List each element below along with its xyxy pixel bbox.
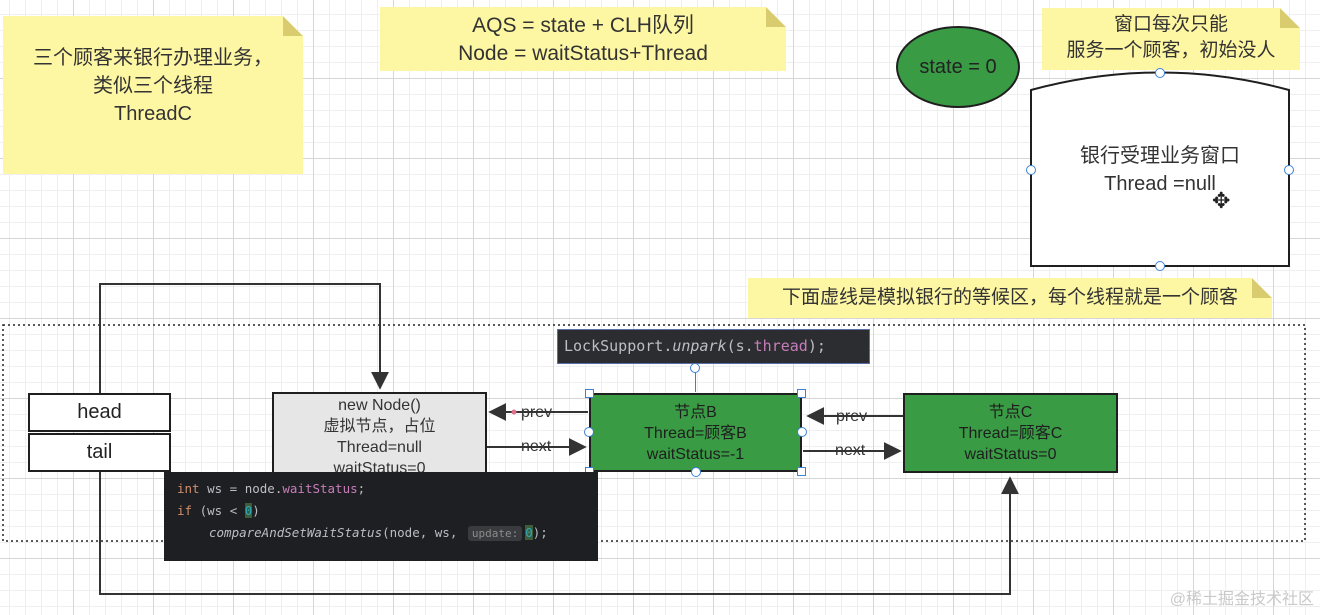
code-line-1-end: ; [357, 481, 366, 496]
node-b-handle-right[interactable] [797, 427, 807, 437]
next-label-b: next [521, 438, 552, 455]
code-line-2: if (ws < 0) [177, 500, 598, 522]
virtual-node-new: new Node() [338, 397, 421, 414]
window-handle-bottom[interactable] [1155, 261, 1165, 271]
code-line-1: int ws = node.waitStatus; [177, 478, 598, 500]
node-b-handle-bottom[interactable] [691, 467, 701, 477]
code-line-2-end: ) [252, 503, 260, 518]
bank-window-text: 银行受理业务窗口 Thread =null [1031, 142, 1289, 198]
virtual-node-thread: Thread=null [337, 439, 422, 456]
rotate-handle-stem [695, 370, 696, 392]
window-handle-right[interactable] [1284, 165, 1294, 175]
window-note-line-2: 服务一个顾客，初始没人 [1066, 40, 1276, 61]
head-pointer-line [99, 283, 389, 393]
prev-arrow-dot [511, 409, 517, 415]
node-c[interactable]: 节点C Thread=顾客C waitStatus=0 [903, 393, 1118, 473]
waiting-area-dotted-border [2, 324, 1306, 542]
node-c-waitstatus: waitStatus=0 [964, 446, 1057, 463]
unpark-suffix: ); [807, 337, 826, 355]
unpark-field: thread [753, 337, 808, 355]
move-cursor-icon: ✥ [1212, 188, 1231, 213]
node-b-thread: Thread=顾客B [644, 425, 747, 442]
bank-window-thread: Thread =null [1104, 173, 1216, 195]
aqs-formula: AQS = state + CLH队列 [472, 14, 694, 37]
kw-if: if [177, 503, 193, 518]
node-formula: Node = waitStatus+Thread [458, 42, 708, 65]
virtual-node-desc: 虚拟节点，占位 [323, 418, 436, 435]
code-line-3-end: ); [532, 525, 548, 540]
kw-int: int [177, 481, 200, 496]
window-handle-left[interactable] [1026, 165, 1036, 175]
head-label: head [77, 401, 122, 423]
code-line-3: compareAndSetWaitStatus(node, ws, update… [177, 522, 598, 545]
prev-label-b: prev [521, 404, 553, 421]
node-b-waitstatus: waitStatus=-1 [646, 446, 745, 463]
unpark-class: LockSupport. [564, 337, 673, 355]
tail-pointer-line [99, 472, 1019, 595]
customers-note-line-3: ThreadC [114, 103, 192, 125]
customers-note-line-1: 三个顾客来银行办理业务， [33, 47, 273, 69]
state-ellipse[interactable]: state = 0 [896, 26, 1020, 108]
code-waitstatus-field: waitStatus [282, 481, 358, 496]
head-box[interactable]: head [28, 393, 171, 432]
waiting-area-note[interactable]: 下面虚线是模拟银行的等候区，每个线程就是一个顾客 [748, 278, 1272, 318]
tail-label: tail [86, 441, 113, 463]
code-line-1-rest: ws = node. [199, 481, 283, 496]
code-zero-highlight: 0 [244, 503, 253, 518]
code-cas-args: (node, ws, [382, 525, 465, 540]
node-b-title: 节点B [674, 404, 717, 421]
prev-label-c: prev [836, 408, 868, 425]
window-note[interactable]: 窗口每次只能 服务一个顾客，初始没人 [1042, 8, 1300, 70]
aqs-note[interactable]: AQS = state + CLH队列 Node = waitStatus+Th… [380, 7, 786, 71]
code-block: int ws = node.waitStatus; if (ws < 0) co… [164, 472, 598, 561]
customers-note-line-2: 类似三个线程 [93, 75, 213, 97]
waiting-area-note-text: 下面虚线是模拟银行的等候区，每个线程就是一个顾客 [781, 287, 1238, 308]
window-handle-top[interactable] [1155, 68, 1165, 78]
window-note-line-1: 窗口每次只能 [1113, 14, 1228, 35]
customers-note[interactable]: 三个顾客来银行办理业务， 类似三个线程 ThreadC [3, 16, 303, 174]
code-param-hint: update: [467, 526, 523, 541]
node-c-title: 节点C [988, 404, 1033, 421]
unpark-code-snippet: LockSupport.unpark(s.thread); [557, 329, 870, 364]
unpark-method: unpark [672, 337, 727, 355]
code-line-2-rest: (ws < [192, 503, 245, 518]
node-b-handle-left[interactable] [584, 427, 594, 437]
node-b-handle-br[interactable] [797, 467, 806, 476]
virtual-node[interactable]: new Node() 虚拟节点，占位 Thread=null waitStatu… [272, 392, 487, 477]
node-b-handle-tl[interactable] [585, 389, 594, 398]
watermark: @稀土掘金技术社区 [1169, 591, 1314, 608]
code-cas-call: compareAndSetWaitStatus [209, 525, 383, 540]
code-cas-zero: 0 [525, 525, 533, 540]
unpark-arg: (s. [726, 337, 754, 355]
tail-box[interactable]: tail [28, 433, 171, 472]
node-c-thread: Thread=顾客C [958, 425, 1063, 442]
state-label: state = 0 [919, 55, 997, 78]
rotate-handle-icon[interactable] [690, 363, 700, 373]
bank-window-title: 银行受理业务窗口 [1080, 145, 1240, 167]
node-b-handle-tr[interactable] [797, 389, 806, 398]
node-b[interactable]: 节点B Thread=顾客B waitStatus=-1 [589, 393, 802, 472]
bank-window-shape[interactable] [1020, 60, 1300, 280]
next-label-c: next [835, 442, 866, 459]
